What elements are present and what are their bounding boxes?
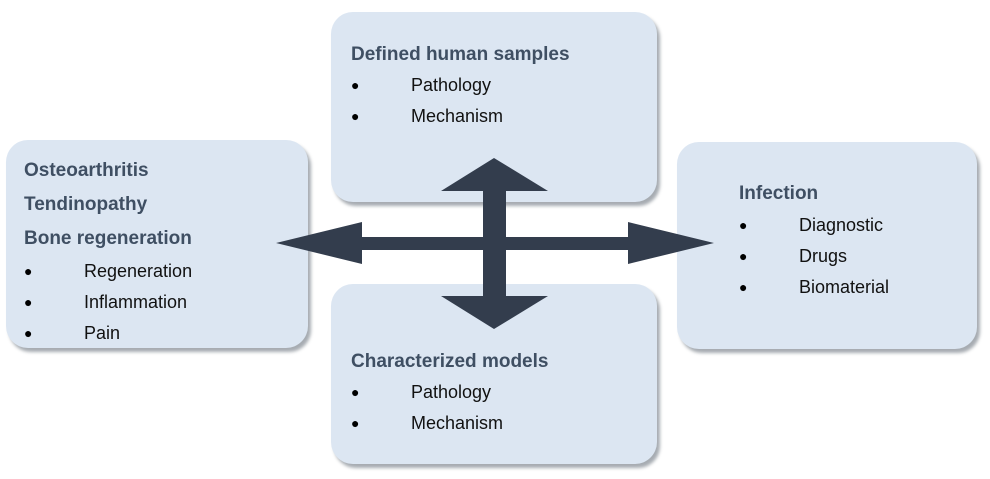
bullet-icon: ● xyxy=(24,325,33,341)
bullet-icon: ● xyxy=(24,263,33,279)
box-title: Characterized models xyxy=(351,351,549,372)
item-list: ● Pathology ● Mechanism xyxy=(351,70,657,132)
box-title: Defined human samples xyxy=(351,44,570,65)
bullet-icon: ● xyxy=(351,77,360,93)
list-item: ● Mechanism xyxy=(351,408,657,439)
list-item-label: Inflammation xyxy=(84,292,188,312)
bullet-icon: ● xyxy=(24,294,33,310)
infection-box: Infection ● Diagnostic ● Drugs ● Biomate… xyxy=(677,142,977,349)
characterized-models-box: Characterized models ● Pathology ● Mecha… xyxy=(331,284,657,464)
list-item: ● Diagnostic xyxy=(739,210,977,241)
item-list: ● Diagnostic ● Drugs ● Biomaterial xyxy=(739,210,977,303)
list-item-label: Pain xyxy=(84,323,121,343)
list-item: ● Pain xyxy=(24,318,308,349)
list-item-label: Mechanism xyxy=(411,413,504,433)
item-list: ● Regeneration ● Inflammation ● Pain xyxy=(24,256,308,349)
list-item-label: Diagnostic xyxy=(799,215,884,235)
list-item-label: Biomaterial xyxy=(799,277,890,297)
bullet-icon: ● xyxy=(739,217,748,233)
list-item: ● Regeneration xyxy=(24,256,308,287)
list-item-label: Regeneration xyxy=(84,261,193,281)
list-item-label: Mechanism xyxy=(411,106,504,126)
box-title-tendinopathy: Tendinopathy xyxy=(24,194,148,215)
list-item: ● Pathology xyxy=(351,377,657,408)
box-title-bone-regeneration: Bone regeneration xyxy=(24,228,192,249)
musculoskeletal-conditions-box: Osteoarthritis Tendinopathy Bone regener… xyxy=(6,140,308,348)
item-list: ● Pathology ● Mechanism xyxy=(351,377,657,439)
list-item-label: Pathology xyxy=(411,75,492,95)
list-item: ● Pathology xyxy=(351,70,657,101)
bullet-icon: ● xyxy=(739,248,748,264)
box-title-osteoarthritis: Osteoarthritis xyxy=(24,160,149,181)
list-item: ● Biomaterial xyxy=(739,272,977,303)
defined-human-samples-box: Defined human samples ● Pathology ● Mech… xyxy=(331,12,657,202)
list-item-label: Pathology xyxy=(411,382,492,402)
bullet-icon: ● xyxy=(351,384,360,400)
bullet-icon: ● xyxy=(739,279,748,295)
box-title: Infection xyxy=(739,183,819,204)
bullet-icon: ● xyxy=(351,108,360,124)
list-item-label: Drugs xyxy=(799,246,848,266)
list-item: ● Mechanism xyxy=(351,101,657,132)
list-item: ● Inflammation xyxy=(24,287,308,318)
bullet-icon: ● xyxy=(351,415,360,431)
list-item: ● Drugs xyxy=(739,241,977,272)
horizontal-double-arrow xyxy=(276,222,714,264)
